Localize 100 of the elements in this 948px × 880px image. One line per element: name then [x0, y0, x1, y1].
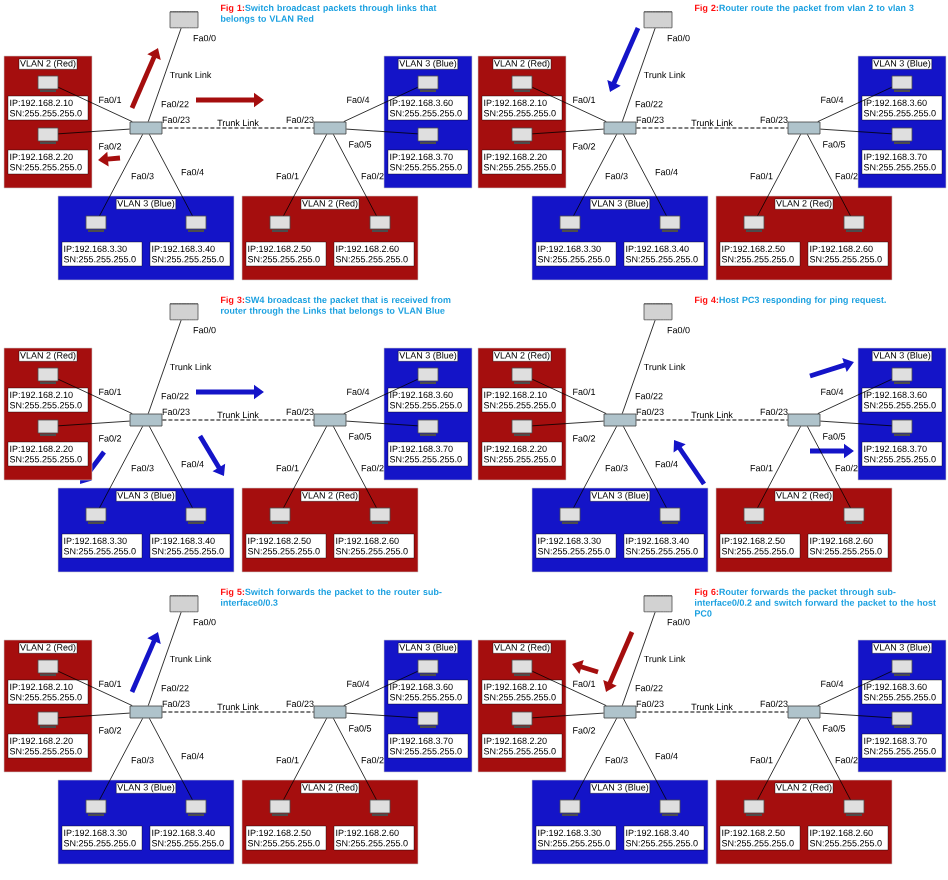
router-icon	[643, 595, 673, 613]
computer-icon	[559, 507, 581, 524]
switch-icon	[787, 121, 821, 135]
link-line	[58, 712, 130, 719]
computer-icon	[37, 711, 59, 728]
router-icon	[169, 303, 199, 321]
link-line	[58, 670, 133, 706]
computer-icon	[37, 419, 59, 436]
switch-icon	[129, 121, 163, 135]
computer-icon	[269, 507, 291, 524]
switch-icon	[787, 705, 821, 719]
computer-icon	[85, 215, 107, 232]
computer-icon	[511, 127, 533, 144]
computer-icon	[891, 659, 913, 676]
computer-icon	[743, 215, 765, 232]
computer-icon	[37, 659, 59, 676]
link-line	[58, 378, 133, 414]
link-line	[161, 127, 315, 129]
link-line	[147, 611, 182, 706]
computer-icon	[369, 799, 391, 816]
computer-icon	[37, 75, 59, 92]
link-line	[820, 712, 892, 719]
computer-icon	[417, 75, 439, 92]
computer-icon	[843, 799, 865, 816]
computer-icon	[85, 799, 107, 816]
computer-icon	[37, 367, 59, 384]
switch-icon	[129, 705, 163, 719]
link-line	[621, 319, 656, 414]
switch-icon	[603, 705, 637, 719]
computer-icon	[369, 215, 391, 232]
link-line	[532, 420, 604, 427]
link-line	[817, 86, 892, 122]
link-line	[820, 420, 892, 427]
link-line	[532, 128, 604, 135]
computer-icon	[185, 799, 207, 816]
computer-icon	[369, 507, 391, 524]
computer-icon	[659, 799, 681, 816]
link-line	[532, 86, 607, 122]
link-line	[621, 611, 656, 706]
computer-icon	[891, 127, 913, 144]
switch-icon	[787, 413, 821, 427]
router-icon	[643, 303, 673, 321]
computer-icon	[85, 507, 107, 524]
link-line	[147, 319, 182, 414]
switch-icon	[313, 705, 347, 719]
link-line	[532, 712, 604, 719]
computer-icon	[891, 711, 913, 728]
computer-icon	[269, 799, 291, 816]
router-icon	[169, 595, 199, 613]
switch-icon	[313, 413, 347, 427]
computer-icon	[511, 711, 533, 728]
computer-icon	[843, 215, 865, 232]
computer-icon	[511, 419, 533, 436]
switch-icon	[603, 413, 637, 427]
computer-icon	[659, 215, 681, 232]
computer-icon	[37, 127, 59, 144]
link-line	[346, 420, 418, 427]
computer-icon	[559, 799, 581, 816]
link-line	[343, 86, 418, 122]
link-line	[99, 426, 143, 508]
computer-icon	[891, 367, 913, 384]
link-line	[346, 128, 418, 135]
switch-icon	[313, 121, 347, 135]
switch-icon	[603, 121, 637, 135]
link-line	[343, 670, 418, 706]
computer-icon	[417, 419, 439, 436]
link-line	[58, 86, 133, 122]
link-line	[621, 27, 656, 122]
router-icon	[169, 11, 199, 29]
link-line	[635, 127, 789, 129]
link-line	[635, 419, 789, 421]
link-line	[147, 27, 182, 122]
computer-icon	[511, 367, 533, 384]
computer-icon	[185, 507, 207, 524]
link-line	[532, 670, 607, 706]
link-line	[343, 378, 418, 414]
link-line	[58, 128, 130, 135]
computer-icon	[659, 507, 681, 524]
computer-icon	[417, 711, 439, 728]
link-line	[820, 128, 892, 135]
link-line	[532, 378, 607, 414]
router-icon	[643, 11, 673, 29]
computer-icon	[417, 127, 439, 144]
link-line	[161, 419, 315, 421]
link-line	[817, 378, 892, 414]
computer-icon	[185, 215, 207, 232]
computer-icon	[843, 507, 865, 524]
switch-icon	[129, 413, 163, 427]
computer-icon	[269, 215, 291, 232]
link-line	[58, 420, 130, 427]
computer-icon	[891, 75, 913, 92]
computer-icon	[559, 215, 581, 232]
computer-icon	[511, 659, 533, 676]
computer-icon	[417, 659, 439, 676]
computer-icon	[743, 799, 765, 816]
computer-icon	[417, 367, 439, 384]
link-line	[161, 711, 315, 713]
computer-icon	[511, 75, 533, 92]
computer-icon	[891, 419, 913, 436]
link-line	[346, 712, 418, 719]
